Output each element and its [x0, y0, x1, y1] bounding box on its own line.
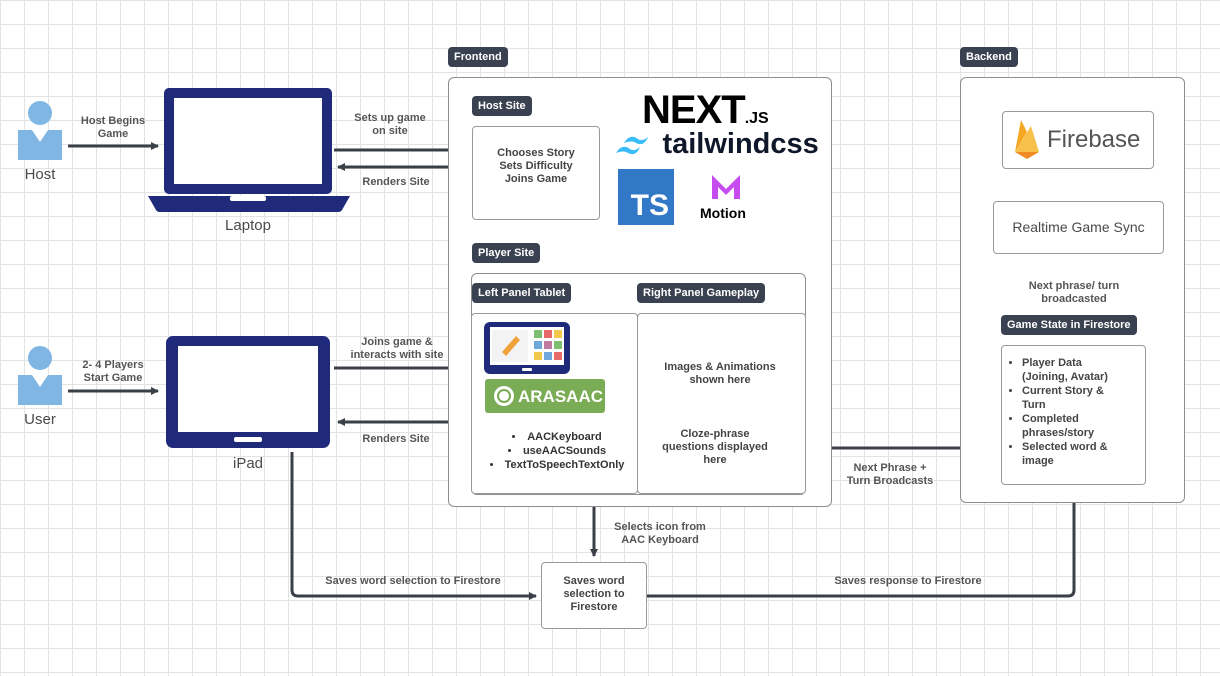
motion-logo-text: Motion [700, 205, 746, 221]
firebase-box: Firebase [1002, 111, 1154, 169]
list-item: TextToSpeechTextOnly [482, 458, 632, 472]
host-person-icon-head [28, 101, 52, 125]
firebase-icon [1015, 120, 1039, 159]
typescript-logo: TS [618, 169, 674, 225]
right-panel-text-images: Images & Animations shown here [664, 361, 776, 386]
game-state-tag: Game State in Firestore [1001, 315, 1137, 335]
arrow-saves-box-to-game-state [646, 489, 1078, 598]
firebase-label: Firebase [1047, 126, 1141, 153]
edge-label-host-begins: Host Begins Game [80, 115, 146, 140]
realtime-sync-label: Realtime Game Sync [1012, 219, 1145, 235]
laptop-icon [148, 88, 350, 212]
nextjs-logo: NEXT.JS [642, 88, 769, 133]
edge-label-joins-game: Joins game & interacts with site [350, 336, 444, 361]
edge-label-renders-site-laptop: Renders Site [362, 176, 430, 188]
edge-label-renders-site-ipad: Renders Site [362, 433, 430, 445]
list-item: AACKeyboard [482, 430, 632, 444]
backend-tag: Backend [960, 47, 1018, 67]
host-site-box [472, 126, 600, 220]
tailwind-icon [616, 136, 648, 154]
user-label: User [24, 411, 56, 428]
edge-label-sets-up-game: Sets up game on site [354, 112, 426, 137]
saves-word-box-text: Saves word selection to Firestore [563, 575, 625, 613]
arasaac-logo-text: ARASAAC [518, 387, 603, 406]
right-panel-box [637, 313, 806, 494]
player-site-tag: Player Site [472, 243, 541, 263]
list-item: Player Data (Joining, Avatar) [1022, 356, 1152, 384]
tailwind-logo: tailwindcss [614, 128, 819, 161]
right-panel-tag: Right Panel Gameplay [637, 283, 766, 303]
tailwind-logo-text: tailwindcss [662, 128, 819, 160]
frontend-tag: Frontend [448, 47, 508, 67]
ipad-icon [166, 336, 330, 448]
tablet-keyboard-image [484, 322, 570, 374]
ipad-label: iPad [232, 455, 264, 472]
edge-label-saves-response: Saves response to Firestore [834, 575, 982, 587]
edge-label-next-phrase-broadcasted: Next phrase/ turn broadcasted [1028, 280, 1120, 305]
left-panel-list: AACKeyboard useAACSounds TextToSpeechTex… [482, 430, 632, 472]
game-state-box [1001, 345, 1146, 485]
list-item: Completed phrases/story [1022, 412, 1152, 440]
user-person-icon-head [28, 346, 52, 370]
user-person-icon [18, 375, 62, 405]
arasaac-icon [494, 386, 514, 406]
laptop-label: Laptop [225, 217, 271, 234]
nextjs-logo-main: NEXT [642, 88, 746, 132]
list-item: Selected word & image [1022, 440, 1152, 468]
host-label: Host [24, 166, 56, 183]
host-site-text: Chooses Story Sets Difficulty Joins Game [497, 147, 575, 185]
arrow-ipad-to-saves-box [290, 452, 537, 600]
edge-label-selects-icon: Selects icon from AAC Keyboard [614, 521, 706, 546]
motion-icon [712, 175, 740, 199]
typescript-logo-text: TS [630, 189, 669, 222]
motion-logo: Motion [686, 169, 766, 225]
right-panel-text-cloze: Cloze-phrase questions displayed here [662, 428, 768, 466]
realtime-sync-box [993, 201, 1164, 254]
list-item: Current Story & Turn [1022, 384, 1152, 412]
left-panel-tag: Left Panel Tablet [472, 283, 572, 303]
list-item: useAACSounds [482, 444, 632, 458]
nextjs-logo-suffix: .JS [744, 110, 769, 127]
host-person-icon [18, 130, 62, 160]
edge-label-next-phrase-turn: Next Phrase + Turn Broadcasts [846, 462, 934, 487]
edge-label-saves-word: Saves word selection to Firestore [325, 575, 501, 587]
saves-word-box [541, 562, 647, 629]
edge-label-players-start: 2- 4 Players Start Game [82, 359, 144, 384]
host-site-tag: Host Site [472, 96, 532, 116]
arasaac-logo: ARASAAC [485, 379, 605, 413]
game-state-list: Player Data (Joining, Avatar) Current St… [1010, 356, 1152, 468]
